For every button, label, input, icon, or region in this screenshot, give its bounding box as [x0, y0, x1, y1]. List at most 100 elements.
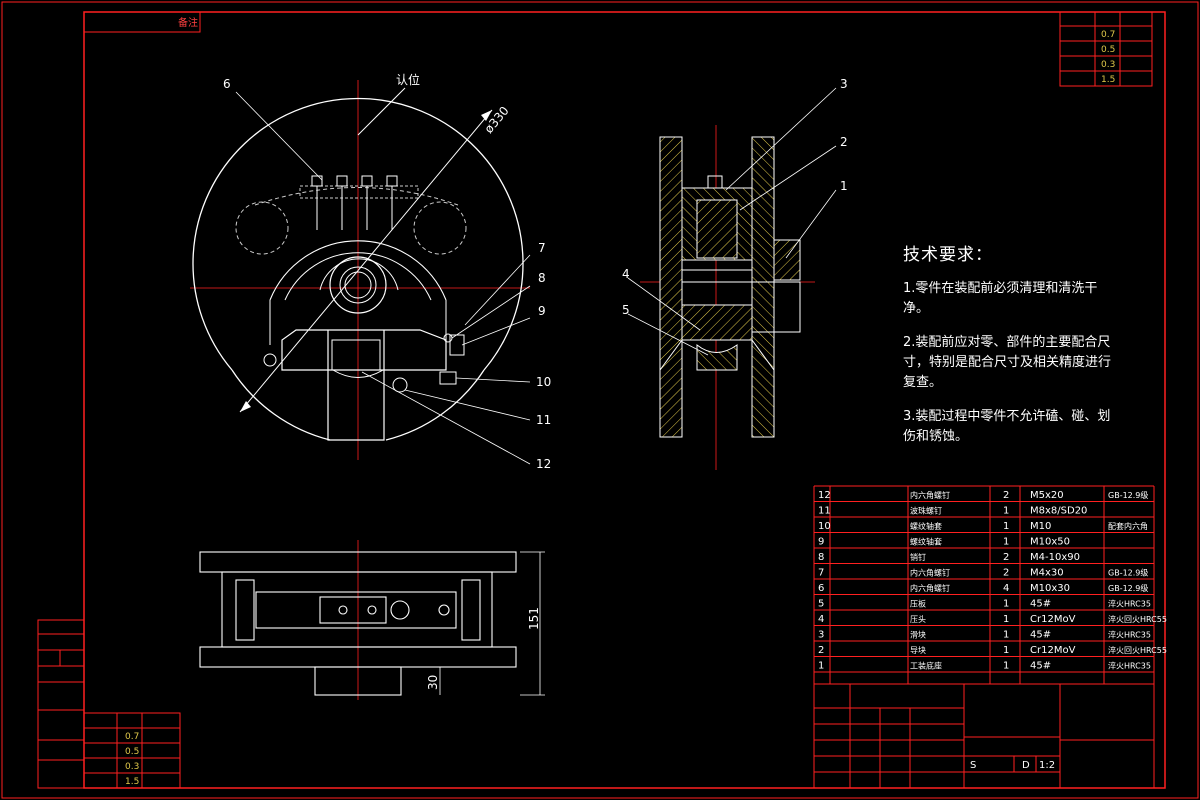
title-scale: 1:2 [1039, 760, 1055, 771]
section-callout-4: 4 [622, 267, 630, 281]
callout-7: 7 [538, 241, 546, 255]
bom-cell-no: 5 [818, 599, 824, 610]
tech-title: 技术要求： [903, 245, 993, 265]
bom-cell-spec: M4x30 [1030, 568, 1064, 579]
bom-cell-name: 导块 [910, 645, 926, 655]
bom-cell-qty: 1 [1003, 645, 1009, 656]
bom-cell-note: 淬火HRC35 [1108, 661, 1151, 671]
bom-cell-qty: 1 [1003, 506, 1009, 517]
section-callout-5: 5 [622, 303, 630, 317]
section-view: 3 2 1 4 5 [622, 77, 848, 470]
front-view: ø330 认位 6 7 8 9 10 11 12 [190, 72, 551, 471]
bom-cell-spec: M10x30 [1030, 583, 1070, 594]
roughness-value: 0.5 [125, 747, 139, 757]
bom-cell-qty: 4 [1003, 583, 1009, 594]
base-dimension: 30 [426, 675, 440, 690]
bom-cell-no: 6 [818, 583, 824, 594]
callout-11: 11 [536, 413, 551, 427]
bom-cell-note: 配套内六角 [1108, 521, 1148, 531]
bom-cell-qty: 2 [1003, 490, 1009, 501]
bom-cell-spec: Cr12MoV [1030, 645, 1076, 656]
bom-cell-name: 螺纹轴套 [910, 537, 942, 547]
bom-cell-spec: 45# [1030, 661, 1051, 672]
callout-6: 6 [223, 77, 231, 91]
section-callout-1: 1 [840, 179, 848, 193]
bom-cell-no: 11 [818, 506, 831, 517]
bom-cell-note: 淬火HRC35 [1108, 630, 1151, 640]
section-callout-3: 3 [840, 77, 848, 91]
bom-cell-spec: 45# [1030, 599, 1051, 610]
title-stage: S [970, 760, 976, 771]
bom-cell-no: 9 [818, 537, 824, 548]
header-tag: 备注 [178, 16, 198, 29]
bom-cell-note: 淬火HRC35 [1108, 599, 1151, 609]
bom-cell-spec: M8x8/SD20 [1030, 506, 1087, 517]
roughness-table-bottom [83, 712, 181, 789]
bom-cell-no: 12 [818, 490, 831, 501]
bom-cell-qty: 1 [1003, 630, 1009, 641]
roughness-value: 0.3 [1101, 60, 1115, 70]
roughness-table-top [1059, 11, 1153, 87]
callout-9: 9 [538, 304, 546, 318]
bom-cell-no: 7 [818, 568, 824, 579]
bom-cell-name: 螺纹轴套 [910, 521, 942, 531]
bom-cell-name: 压头 [910, 614, 926, 624]
bom-cell-qty: 1 [1003, 537, 1009, 548]
bom-cell-note: 淬火回火HRC55 [1108, 614, 1167, 624]
bom-cell-note: 淬火回火HRC55 [1108, 645, 1167, 655]
bom-cell-name: 内六角螺钉 [910, 568, 950, 578]
roughness-value: 0.5 [1101, 45, 1115, 55]
callout-12: 12 [536, 457, 551, 471]
bom-cell-spec: 45# [1030, 630, 1051, 641]
bom-cell-qty: 2 [1003, 552, 1009, 563]
roughness-values-bottom: 0.7 0.5 0.3 1.5 [125, 732, 139, 787]
bom-cell-spec: Cr12MoV [1030, 614, 1076, 625]
bom-cell-name: 工装底座 [910, 661, 942, 671]
bom-cell-note: GB-12.9级 [1108, 583, 1148, 593]
bom-cell-no: 8 [818, 552, 824, 563]
bom-cell-name: 内六角螺钉 [910, 490, 950, 500]
roughness-value: 1.5 [125, 777, 139, 787]
bom-cell-no: 1 [818, 661, 824, 672]
side-view [199, 540, 545, 700]
section-callout-2: 2 [840, 135, 848, 149]
bom-cell-spec: M4-10x90 [1030, 552, 1080, 563]
bom-cell-name: 滑块 [910, 630, 926, 640]
bom-cell-name: 内六角螺钉 [910, 583, 950, 593]
callout-10: 10 [536, 375, 551, 389]
left-revision-strip [37, 619, 85, 789]
bom-cell-qty: 1 [1003, 614, 1009, 625]
callout-8: 8 [538, 271, 546, 285]
tech-item: 1.零件在装配前必须清理和清洗干净。 [903, 281, 1098, 316]
bom-cell-spec: M10x50 [1030, 537, 1070, 548]
bom-cell-spec: M5x20 [1030, 490, 1064, 501]
bom-cell-spec: M10 [1030, 521, 1051, 532]
technical-requirements: 技术要求： 1.零件在装配前必须清理和清洗干净。 2.装配前应对零、部件的主要配… [903, 240, 1123, 461]
tech-item: 2.装配前应对零、部件的主要配合尺寸，特别是配合尺寸及相关精度进行复查。 [903, 335, 1112, 390]
bom-cell-note: GB-12.9级 [1108, 568, 1148, 578]
position-label: 认位 [396, 72, 420, 87]
bom-cell-name: 波珠螺钉 [910, 506, 942, 516]
bom-cell-name: 销钉 [910, 552, 926, 562]
roughness-value: 0.7 [1101, 30, 1115, 40]
roughness-value: 0.3 [125, 762, 139, 772]
bom-cell-no: 3 [818, 630, 824, 641]
bom-cell-no: 2 [818, 645, 824, 656]
bom-cell-note: GB-12.9级 [1108, 490, 1148, 500]
roughness-values-top: 0.7 0.5 0.3 1.5 [1101, 30, 1115, 85]
bom-cell-qty: 1 [1003, 521, 1009, 532]
bom-cell-qty: 2 [1003, 568, 1009, 579]
roughness-value: 1.5 [1101, 75, 1115, 85]
roughness-value: 0.7 [125, 732, 139, 742]
bom-cell-no: 10 [818, 521, 831, 532]
height-dimension: 151 [527, 607, 541, 630]
tech-item: 3.装配过程中零件不允许磕、碰、划伤和锈蚀。 [903, 409, 1111, 444]
title-sheet: D [1022, 760, 1030, 771]
bom-cell-no: 4 [818, 614, 824, 625]
bom-cell-qty: 1 [1003, 661, 1009, 672]
bom-cell-qty: 1 [1003, 599, 1009, 610]
bom-cell-name: 压板 [910, 599, 926, 609]
